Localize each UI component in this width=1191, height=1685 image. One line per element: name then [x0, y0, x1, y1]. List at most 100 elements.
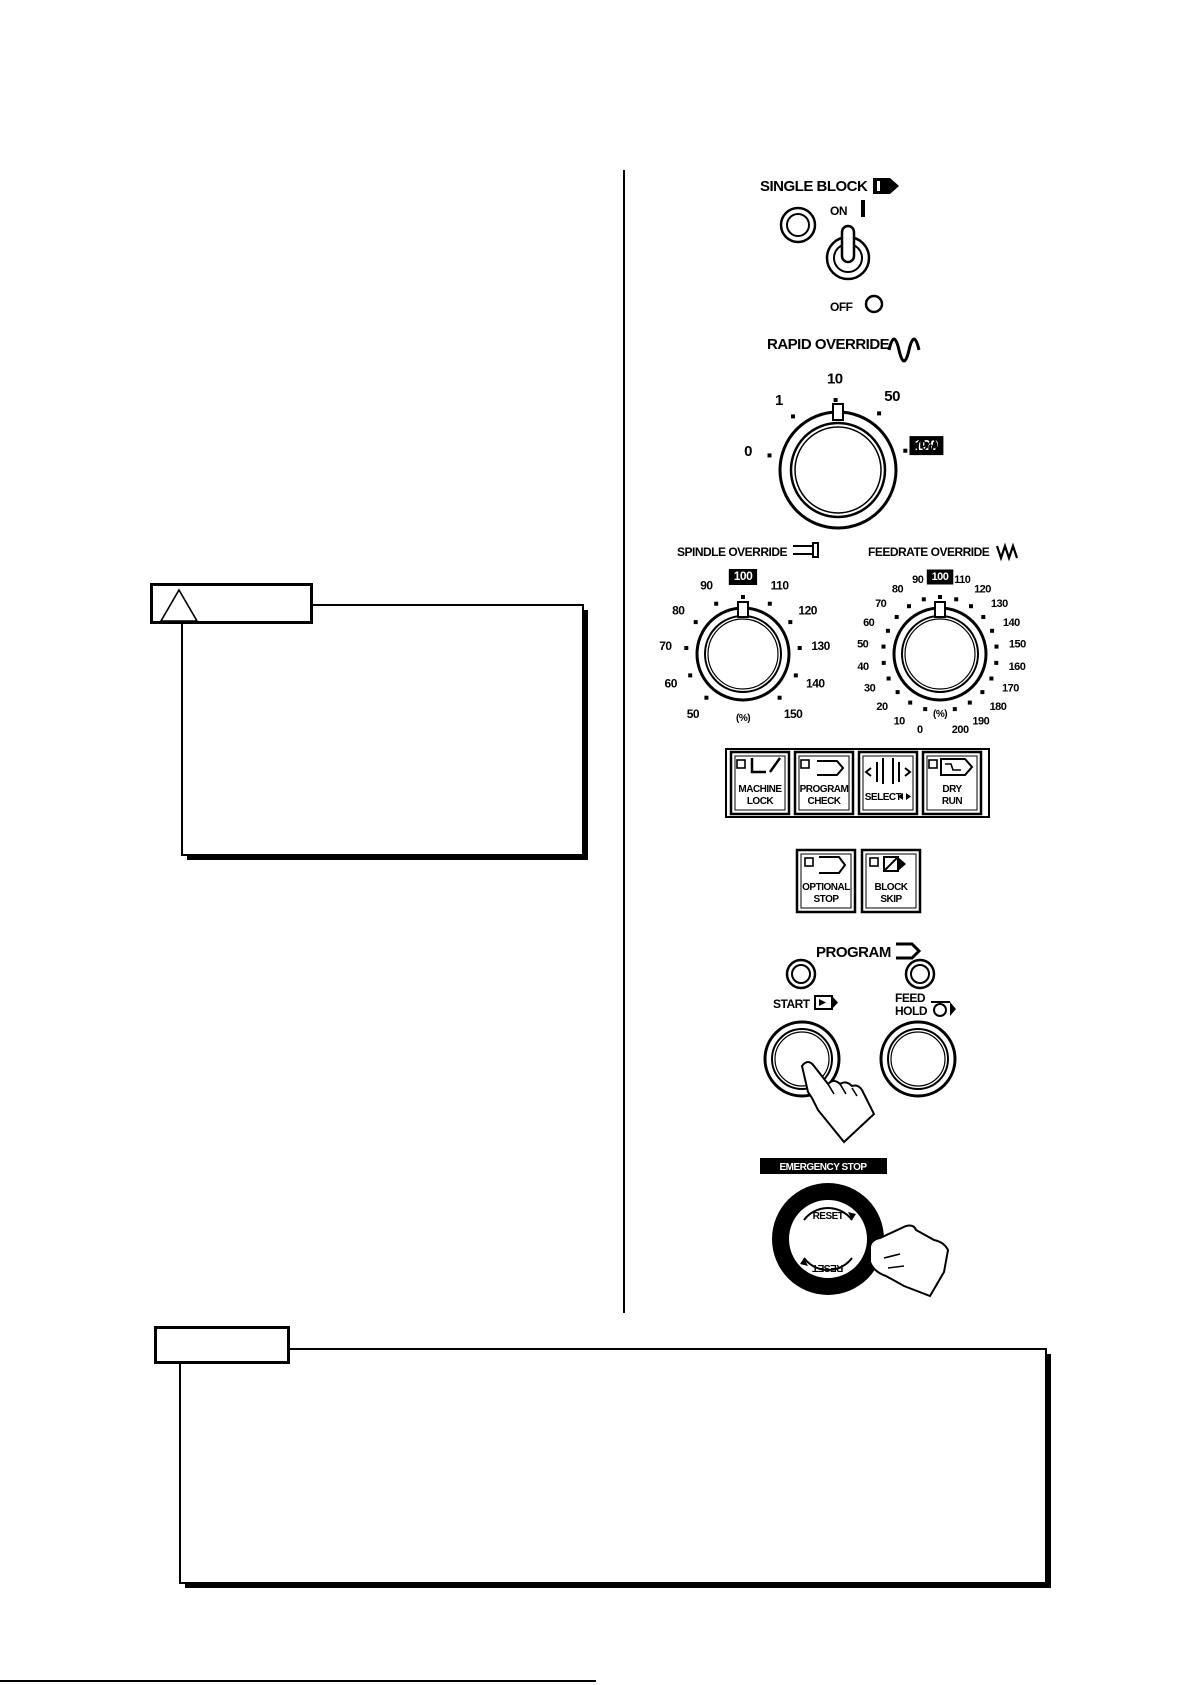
note-box — [179, 1348, 1047, 1584]
feed-hold-button[interactable] — [879, 1020, 957, 1098]
dial-tick-mark — [791, 414, 795, 419]
select-label: SELECT — [865, 792, 902, 803]
dial-tick-mark — [693, 620, 698, 625]
dial-tick-mark — [980, 690, 985, 695]
dial-tick-mark — [903, 448, 908, 453]
emergency-stop-title: EMERGENCY STOP — [779, 1162, 867, 1173]
single-block-lamp — [779, 206, 817, 244]
spindle-override-dial[interactable] — [695, 601, 791, 702]
dial-tick-label: 80 — [892, 583, 904, 595]
dial-tick-mark — [923, 707, 928, 712]
block-skip-key[interactable]: BLOCK SKIP — [860, 848, 922, 914]
optional-stop-label-2: STOP — [813, 894, 839, 905]
spindle-override-title: SPINDLE OVERRIDE — [677, 545, 788, 559]
dial-tick-mark — [881, 644, 886, 649]
dial-tick-mark — [741, 595, 745, 599]
spindle-icon — [793, 542, 819, 558]
dial-tick-label: 1 — [775, 392, 783, 409]
dial-tick-mark — [877, 411, 882, 416]
program-check-key[interactable]: PROGRAM CHECK — [793, 750, 855, 816]
block-skip-label-2: SKIP — [880, 894, 902, 905]
note-tab — [154, 1326, 290, 1364]
rapid-override-dial[interactable] — [778, 403, 898, 530]
dial-tick-label: 100 — [915, 437, 939, 454]
dial-tick-label: 110 — [954, 574, 971, 586]
dial-tick-mark — [833, 398, 838, 402]
dial-tick-mark — [907, 604, 911, 609]
dial-tick-label: 170 — [1002, 682, 1019, 694]
dial-tick-mark — [989, 676, 994, 681]
dial-tick-label: 10 — [827, 370, 843, 387]
dial-tick-label: 90 — [912, 574, 924, 586]
spindle-override-unit: (%) — [736, 713, 750, 724]
start-icon — [814, 995, 838, 1010]
dial-tick-mark — [886, 676, 891, 681]
column-divider — [623, 170, 625, 1313]
dial-tick-label: 50 — [884, 388, 900, 405]
dial-tick-label: 80 — [672, 604, 685, 618]
cycle-start-button[interactable] — [763, 1020, 841, 1098]
dial-tick-mark — [981, 615, 986, 619]
pressing-hand-icon — [869, 1224, 950, 1298]
machine-lock-key[interactable]: MACHINE LOCK — [729, 750, 791, 816]
warning-tab — [150, 583, 313, 624]
single-block-toggle-switch[interactable] — [825, 224, 871, 281]
dial-tick-label: 190 — [972, 715, 989, 727]
dry-run-key[interactable]: DRY RUN — [921, 750, 983, 816]
optional-stop-key[interactable]: OPTIONAL STOP — [795, 848, 857, 914]
dial-tick-mark — [969, 604, 973, 609]
dial-tick-label: 100 — [734, 569, 753, 583]
single-block-section: SINGLE BLOCK ON OFF — [760, 178, 899, 314]
feed-hold-icon — [931, 1001, 956, 1017]
dial-tick-label: 110 — [771, 578, 790, 592]
dial-selected-marker — [728, 569, 758, 585]
emergency-stop-title-bg — [760, 1158, 887, 1174]
feed-hold-label-1: FEED — [895, 991, 926, 1005]
feedrate-override-title: FEEDRATE OVERRIDE — [868, 545, 990, 559]
dial-tick-label: 140 — [806, 676, 825, 690]
dial-tick-label: 150 — [1009, 639, 1026, 651]
start-lamp — [785, 958, 817, 990]
dial-tick-mark — [938, 595, 942, 599]
dial-tick-mark — [767, 453, 772, 458]
dial-tick-mark — [954, 597, 959, 602]
dial-tick-label: 70 — [875, 598, 887, 610]
dial-tick-mark — [994, 660, 999, 665]
single-block-off-label: OFF — [830, 300, 853, 314]
program-check-label-2: CHECK — [807, 796, 841, 807]
single-block-icon — [873, 178, 899, 194]
dial-tick-mark — [797, 646, 802, 650]
dial-tick-label: 130 — [991, 598, 1008, 610]
rapid-override-title: RAPID OVERRIDE — [767, 336, 890, 353]
block-skip-label-1: BLOCK — [874, 882, 908, 893]
optional-stop-label-1: OPTIONAL — [802, 882, 850, 893]
off-indicator-icon — [864, 294, 884, 314]
dial-tick-label: 130 — [811, 639, 830, 653]
dial-tick-mark — [908, 700, 913, 705]
dial-tick-label: 90 — [700, 578, 713, 592]
dial-selected-marker — [926, 569, 954, 585]
dial-tick-label: 100 — [932, 571, 949, 583]
feedrate-wave-icon — [995, 542, 1019, 562]
spindle-override-section: SPINDLE OVERRIDE 50607080901001101201301… — [659, 542, 831, 724]
emergency-stop-button[interactable]: RESET RESET — [772, 1183, 884, 1295]
dial-tick-mark — [921, 597, 926, 602]
select-key[interactable]: SELECT — [857, 750, 919, 816]
pointing-hand-icon — [800, 1061, 876, 1144]
dial-tick-label: 120 — [974, 583, 991, 595]
dial-tick-label: 180 — [990, 701, 1007, 713]
dial-tick-mark — [788, 620, 793, 625]
dial-tick-mark — [885, 628, 890, 633]
emergency-stop-section: EMERGENCY STOP RESET RESET — [760, 1158, 950, 1298]
reset-label-bottom: RESET — [812, 1262, 843, 1273]
dial-selected-marker — [909, 436, 944, 456]
program-title: PROGRAM — [816, 944, 891, 961]
rapid-wave-icon — [887, 337, 921, 363]
warning-triangle-icon — [159, 588, 199, 622]
program-check-label-1: PROGRAM — [800, 784, 849, 795]
feedrate-override-dial[interactable] — [892, 601, 988, 702]
dial-tick-mark — [952, 707, 957, 712]
dry-run-label-1: DRY — [942, 784, 962, 795]
